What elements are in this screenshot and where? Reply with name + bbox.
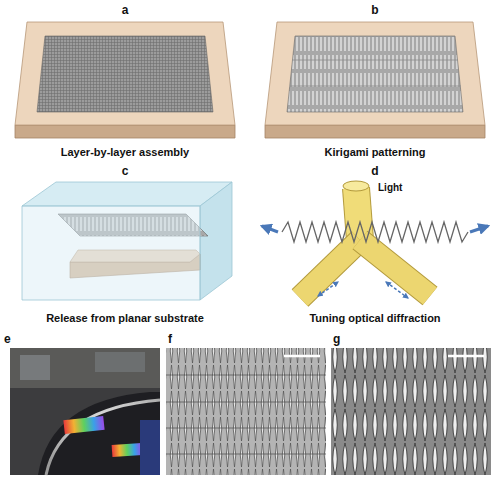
substrate-a (15, 22, 235, 138)
panel-letter: a (122, 4, 129, 18)
diffraction-beams (262, 181, 488, 298)
micrograph-g (331, 348, 491, 475)
panel-letter: e (4, 333, 11, 347)
release-bath (22, 182, 232, 300)
panel-caption: Kirigami patterning (325, 146, 426, 159)
substrate-b (265, 22, 485, 138)
panel-letter: b (371, 4, 378, 18)
panel-letter: g (333, 333, 340, 347)
beam-label: Light (378, 182, 402, 194)
panel-caption: Tuning optical diffraction (309, 312, 440, 325)
panel-caption: Layer-by-layer assembly (61, 146, 189, 159)
panel-letter: d (371, 165, 378, 179)
panel-caption: Release from planar substrate (46, 312, 204, 325)
panel-letter: f (168, 333, 172, 347)
photo-e (10, 348, 160, 475)
panel-letter: c (122, 165, 129, 179)
micrograph-f (166, 348, 326, 475)
